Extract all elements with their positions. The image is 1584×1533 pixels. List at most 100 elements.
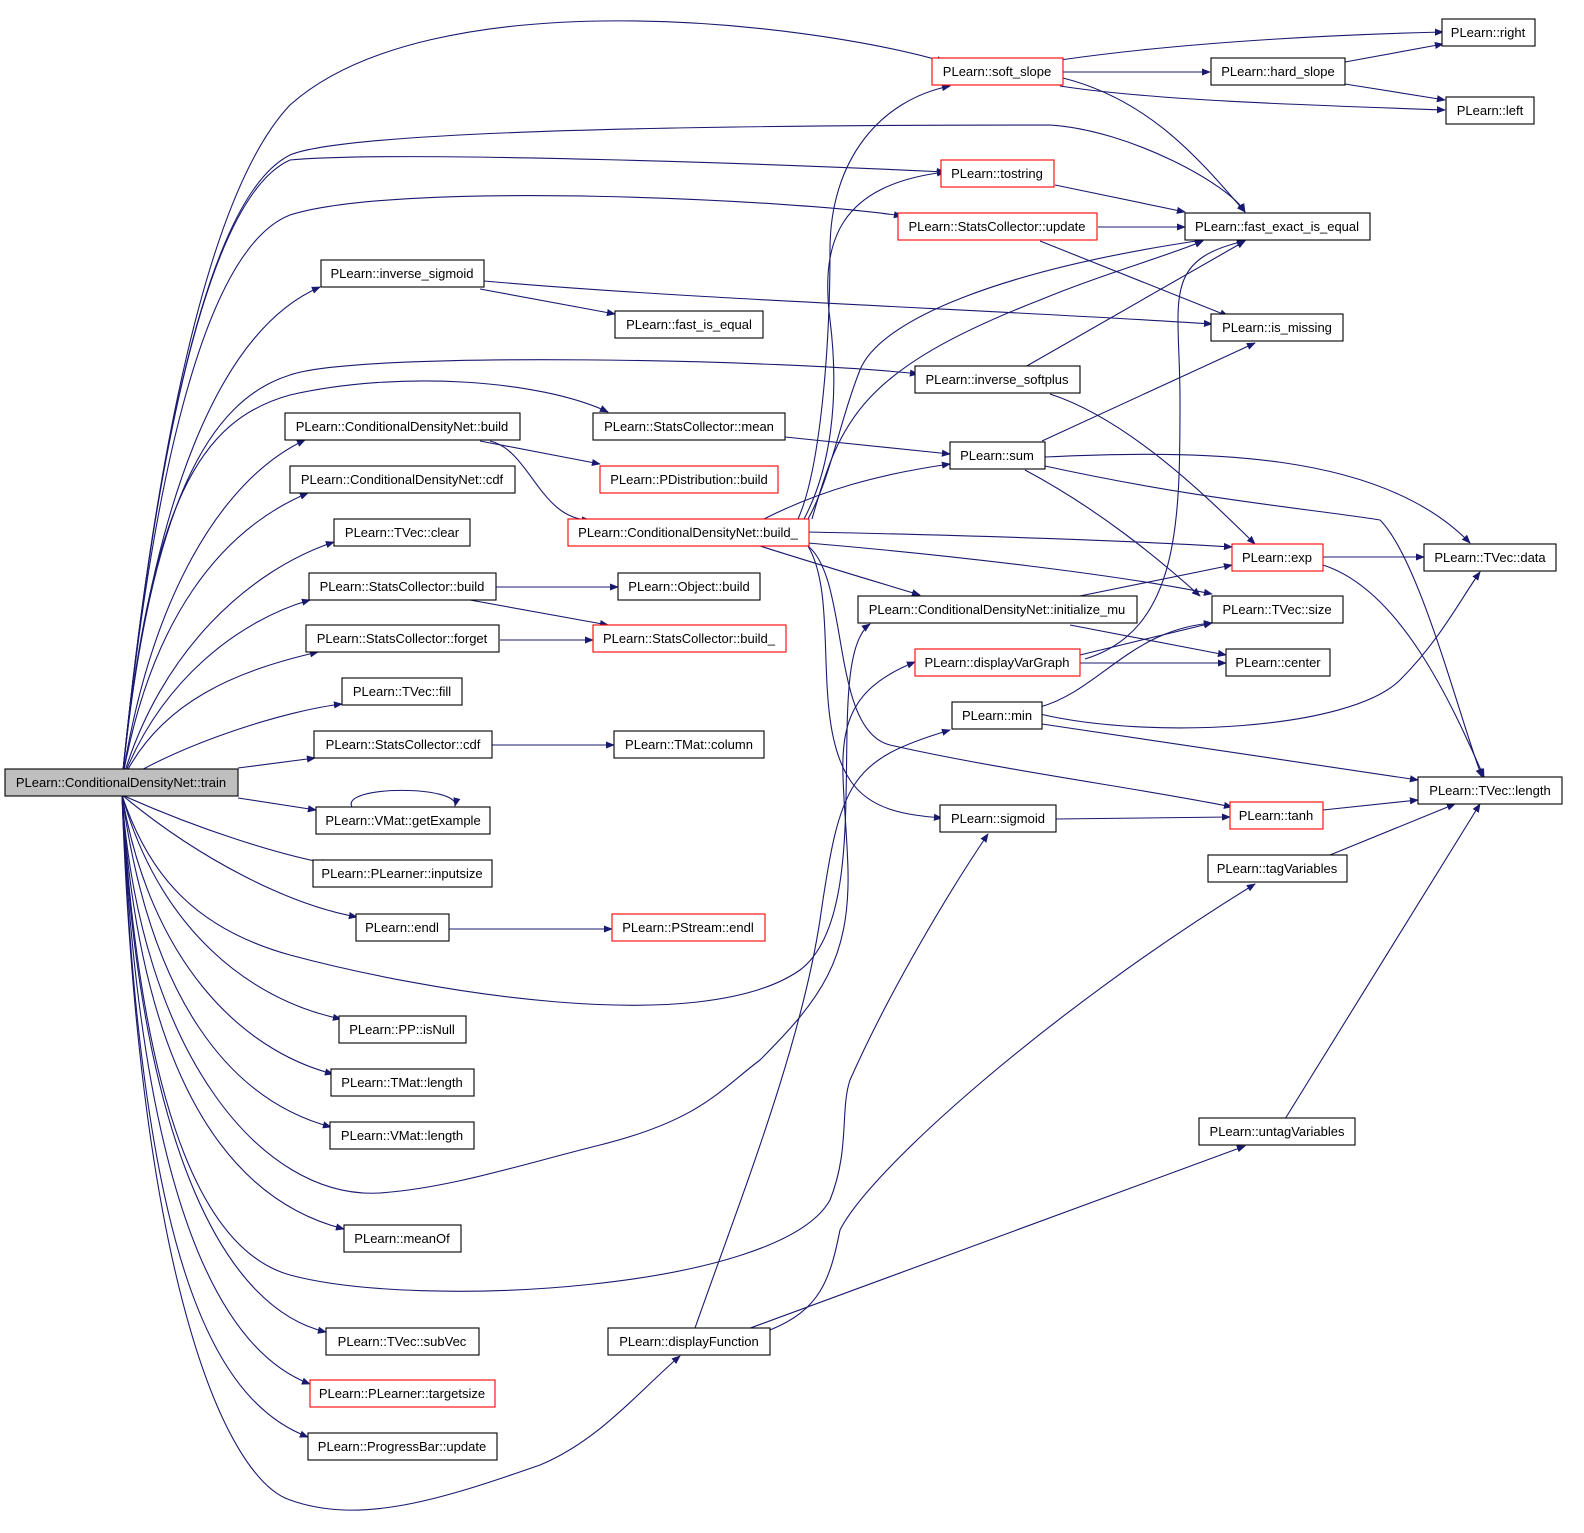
edge-sum-tvec-data — [1044, 453, 1471, 544]
edge-hard-slope-left — [1344, 83, 1446, 103]
edge-inv-sigmoid-fast-is-equal — [479, 288, 616, 317]
edge-dvg-fast-exact — [1084, 239, 1246, 660]
edge-cdn-build-underscore-tvec-size — [807, 542, 1213, 596]
svg-text:PLearn::PLearner::targetsize: PLearn::PLearner::targetsize — [319, 1386, 485, 1401]
node-sigmoid[interactable]: PLearn::sigmoid — [939, 804, 1057, 833]
edge-min-tvec-data — [1039, 571, 1481, 729]
svg-text:PLearn::StatsCollector::build_: PLearn::StatsCollector::build_ — [603, 631, 776, 646]
node-targetsize[interactable]: PLearn::PLearner::targetsize — [309, 1379, 496, 1408]
svg-text:PLearn::Object::build: PLearn::Object::build — [628, 579, 749, 594]
edge-train-tmat-length — [121, 794, 334, 1076]
svg-text:PLearn::TMat::column: PLearn::TMat::column — [625, 737, 753, 752]
node-sc-cdf[interactable]: PLearn::StatsCollector::cdf — [313, 730, 493, 759]
node-inverse-sigmoid[interactable]: PLearn::inverse_sigmoid — [320, 259, 485, 288]
node-center[interactable]: PLearn::center — [1225, 648, 1331, 677]
edge-cdn-build-cdn-build-underscore — [489, 440, 591, 524]
edge-train-inverse-softplus — [121, 359, 919, 782]
node-sc-build[interactable]: PLearn::StatsCollector::build — [308, 572, 497, 601]
node-tvec-clear[interactable]: PLearn::TVec::clear — [333, 518, 471, 547]
edge-train-initialize-mu — [121, 623, 871, 1006]
svg-text:PLearn::left: PLearn::left — [1457, 103, 1524, 118]
node-sc-build-underscore[interactable]: PLearn::StatsCollector::build_ — [592, 624, 787, 653]
svg-text:PLearn::StatsCollector::mean: PLearn::StatsCollector::mean — [604, 419, 774, 434]
node-vmat-length[interactable]: PLearn::VMat::length — [329, 1121, 475, 1150]
svg-text:PLearn::StatsCollector::cdf: PLearn::StatsCollector::cdf — [326, 737, 481, 752]
edge-untag-variables-tvec-length — [1284, 803, 1481, 1120]
node-sum[interactable]: PLearn::sum — [949, 441, 1046, 470]
node-inverse-softplus[interactable]: PLearn::inverse_softplus — [914, 365, 1081, 394]
node-tvec-length[interactable]: PLearn::TVec::length — [1417, 776, 1563, 805]
svg-text:PLearn::TMat::length: PLearn::TMat::length — [341, 1075, 462, 1090]
node-cdn-cdf[interactable]: PLearn::ConditionalDensityNet::cdf — [289, 465, 516, 494]
node-tmat-column[interactable]: PLearn::TMat::column — [613, 730, 765, 759]
edge-train-progressbar-update — [121, 794, 309, 1438]
node-fast-exact-is-equal[interactable]: PLearn::fast_exact_is_equal — [1184, 212, 1371, 241]
node-inputsize[interactable]: PLearn::PLearner::inputsize — [312, 859, 493, 888]
edge-dvg-tvec-size — [1079, 621, 1213, 656]
edge-sigmoid-tanh — [1055, 813, 1231, 821]
node-pstream-endl[interactable]: PLearn::PStream::endl — [611, 913, 766, 942]
svg-text:PLearn::VMat::getExample: PLearn::VMat::getExample — [325, 813, 480, 828]
node-tvec-data[interactable]: PLearn::TVec::data — [1423, 543, 1557, 572]
node-pp-isnull[interactable]: PLearn::PP::isNull — [338, 1015, 467, 1044]
svg-text:PLearn::fast_exact_is_equal: PLearn::fast_exact_is_equal — [1195, 219, 1359, 234]
node-train[interactable]: PLearn::ConditionalDensityNet::train — [4, 768, 239, 797]
svg-text:PLearn::ConditionalDensityNet:: PLearn::ConditionalDensityNet::initializ… — [869, 602, 1126, 617]
svg-text:PLearn::tagVariables: PLearn::tagVariables — [1217, 861, 1338, 876]
node-sc-mean[interactable]: PLearn::StatsCollector::mean — [592, 412, 786, 441]
node-progressbar-update[interactable]: PLearn::ProgressBar::update — [307, 1432, 498, 1461]
node-min[interactable]: PLearn::min — [951, 701, 1043, 730]
node-vmat-getexample[interactable]: PLearn::VMat::getExample — [315, 806, 491, 835]
node-displayfunction[interactable]: PLearn::displayFunction — [607, 1327, 771, 1356]
node-left[interactable]: PLearn::left — [1445, 96, 1535, 125]
node-tvec-fill[interactable]: PLearn::TVec::fill — [341, 677, 463, 706]
node-tag-variables[interactable]: PLearn::tagVariables — [1207, 854, 1348, 883]
node-tvec-subvec[interactable]: PLearn::TVec::subVec — [325, 1327, 480, 1356]
edge-displayfunction-untag-variables — [744, 1145, 1246, 1331]
node-untag-variables[interactable]: PLearn::untagVariables — [1198, 1117, 1356, 1146]
node-endl[interactable]: PLearn::endl — [355, 913, 450, 942]
svg-text:PLearn::untagVariables: PLearn::untagVariables — [1210, 1124, 1345, 1139]
edge-sc-build-sc-build-underscore — [469, 599, 609, 628]
edge-sc-update-is-missing — [1039, 240, 1229, 317]
edge-cdn-build-underscore-sum — [759, 461, 951, 522]
node-displayvargraph[interactable]: PLearn::displayVarGraph — [914, 648, 1081, 677]
node-is-missing[interactable]: PLearn::is_missing — [1210, 313, 1344, 342]
node-sc-update[interactable]: PLearn::StatsCollector::update — [897, 212, 1098, 241]
node-soft-slope[interactable]: PLearn::soft_slope — [931, 57, 1064, 86]
node-pdist-build[interactable]: PLearn::PDistribution::build — [599, 465, 779, 494]
edge-min-tvec-size — [1039, 620, 1213, 708]
node-meanof[interactable]: PLearn::meanOf — [343, 1224, 462, 1253]
node-cdn-build[interactable]: PLearn::ConditionalDensityNet::build — [284, 412, 521, 441]
edge-sc-mean-sum — [784, 436, 951, 457]
svg-text:PLearn::ConditionalDensityNet:: PLearn::ConditionalDensityNet::train — [16, 775, 226, 790]
edge-cdn-build-underscore-fast-exact-b — [811, 240, 1204, 520]
edge-cdn-build-underscore-tanh — [807, 545, 1233, 809]
svg-text:PLearn::sum: PLearn::sum — [960, 448, 1034, 463]
node-tostring[interactable]: PLearn::tostring — [940, 159, 1055, 188]
edge-train-sc-cdf — [237, 755, 316, 769]
node-exp[interactable]: PLearn::exp — [1231, 543, 1324, 572]
edge-cdn-build-pdist-build — [479, 440, 601, 467]
node-hard-slope[interactable]: PLearn::hard_slope — [1210, 57, 1346, 86]
node-right[interactable]: PLearn::right — [1441, 18, 1536, 47]
node-initialize-mu[interactable]: PLearn::ConditionalDensityNet::initializ… — [857, 595, 1138, 624]
node-tvec-size[interactable]: PLearn::TVec::size — [1211, 595, 1344, 624]
edge-initialize-mu-exp — [1069, 563, 1233, 599]
nodes: PLearn::ConditionalDensityNet::train PLe… — [4, 18, 1563, 1461]
svg-text:PLearn::meanOf: PLearn::meanOf — [354, 1231, 450, 1246]
node-sc-forget[interactable]: PLearn::StatsCollector::forget — [305, 624, 500, 653]
edge-sum-tvec-length — [1044, 465, 1483, 778]
node-tmat-length[interactable]: PLearn::TMat::length — [330, 1068, 475, 1097]
svg-text:PLearn::ProgressBar::update: PLearn::ProgressBar::update — [318, 1439, 486, 1454]
node-cdn-build-underscore[interactable]: PLearn::ConditionalDensityNet::build_ — [567, 518, 810, 547]
node-fast-is-equal[interactable]: PLearn::fast_is_equal — [614, 310, 764, 339]
edge-train-soft-slope — [121, 20, 946, 782]
svg-text:PLearn::sigmoid: PLearn::sigmoid — [951, 811, 1045, 826]
edge-train-pp-isnull — [121, 794, 342, 1021]
edge-displayfunction-tag-variables — [769, 883, 1256, 1331]
node-tanh[interactable]: PLearn::tanh — [1229, 801, 1324, 830]
node-obj-build[interactable]: PLearn::Object::build — [617, 572, 761, 601]
svg-text:PLearn::soft_slope: PLearn::soft_slope — [943, 64, 1051, 79]
edge-train-sc-update — [121, 195, 903, 782]
